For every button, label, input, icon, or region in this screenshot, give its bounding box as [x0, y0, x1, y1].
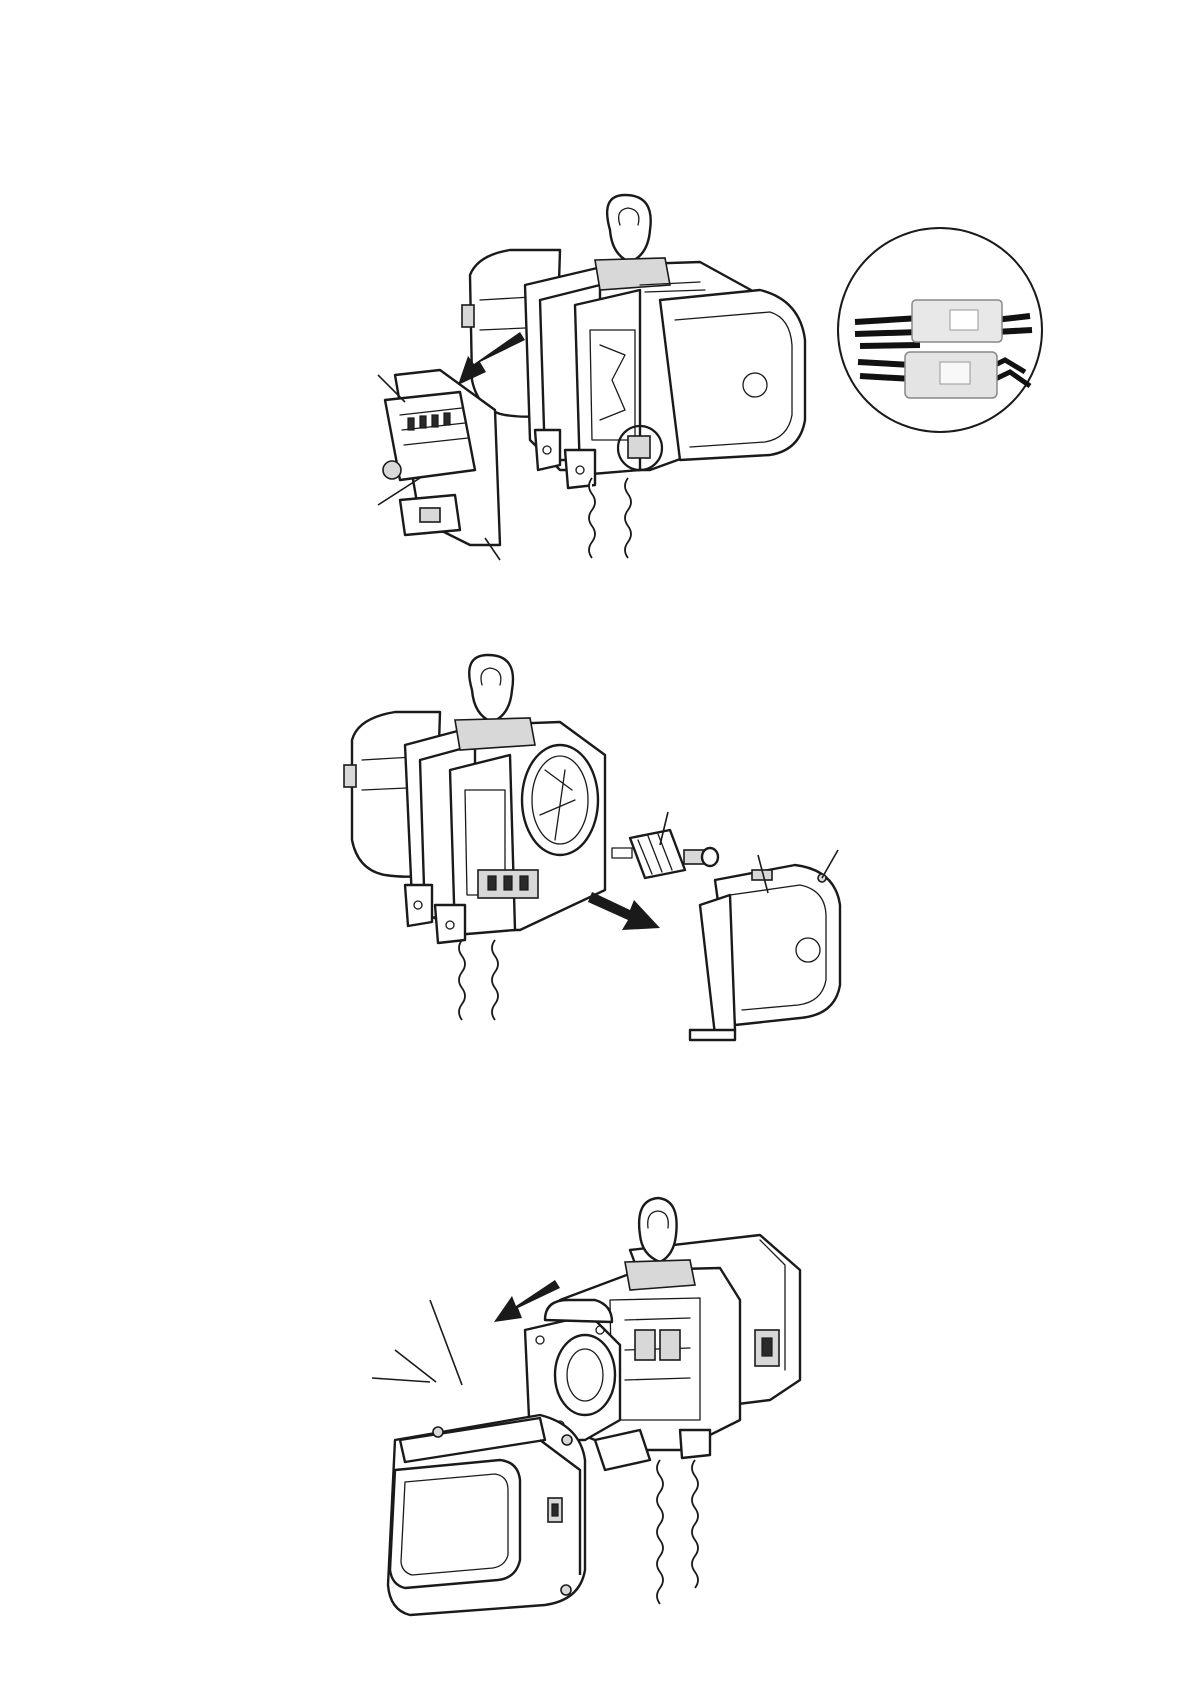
leader-line-3c: [372, 1378, 430, 1382]
leader-line-3b: [395, 1350, 436, 1382]
gearbox-cover: [388, 1415, 585, 1615]
leader-line-3a: [430, 1300, 462, 1385]
load-chains-3: [657, 1460, 698, 1604]
